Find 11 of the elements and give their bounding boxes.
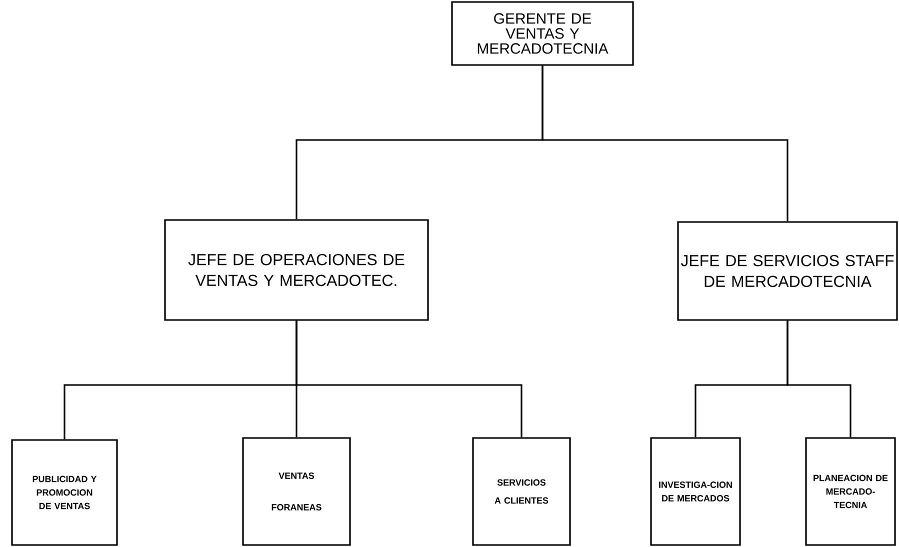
org-box: VENTAS FORANEAS [242,437,351,546]
connector-line [786,320,852,438]
org-box: PUBLICIDAD Y PROMOCION DE VENTAS [11,439,118,546]
connector-line [542,66,788,222]
org-box: JEFE DE OPERACIONES DE VENTAS Y MERCADOTEC. [164,219,429,321]
connector-line [296,320,522,438]
org-box: GERENTE DE VENTAS Y MERCADOTECNIA [451,1,634,66]
org-box: PLANEACION DE MERCADO-TECNIA [805,437,896,546]
org-box: JEFE DE SERVICIOS STAFF DE MERCADOTECNIA [677,221,898,321]
org-box: INVESTIGA-CION DE MERCADOS [650,437,741,546]
org-box: SERVICIOS A CLIENTES [472,437,571,546]
